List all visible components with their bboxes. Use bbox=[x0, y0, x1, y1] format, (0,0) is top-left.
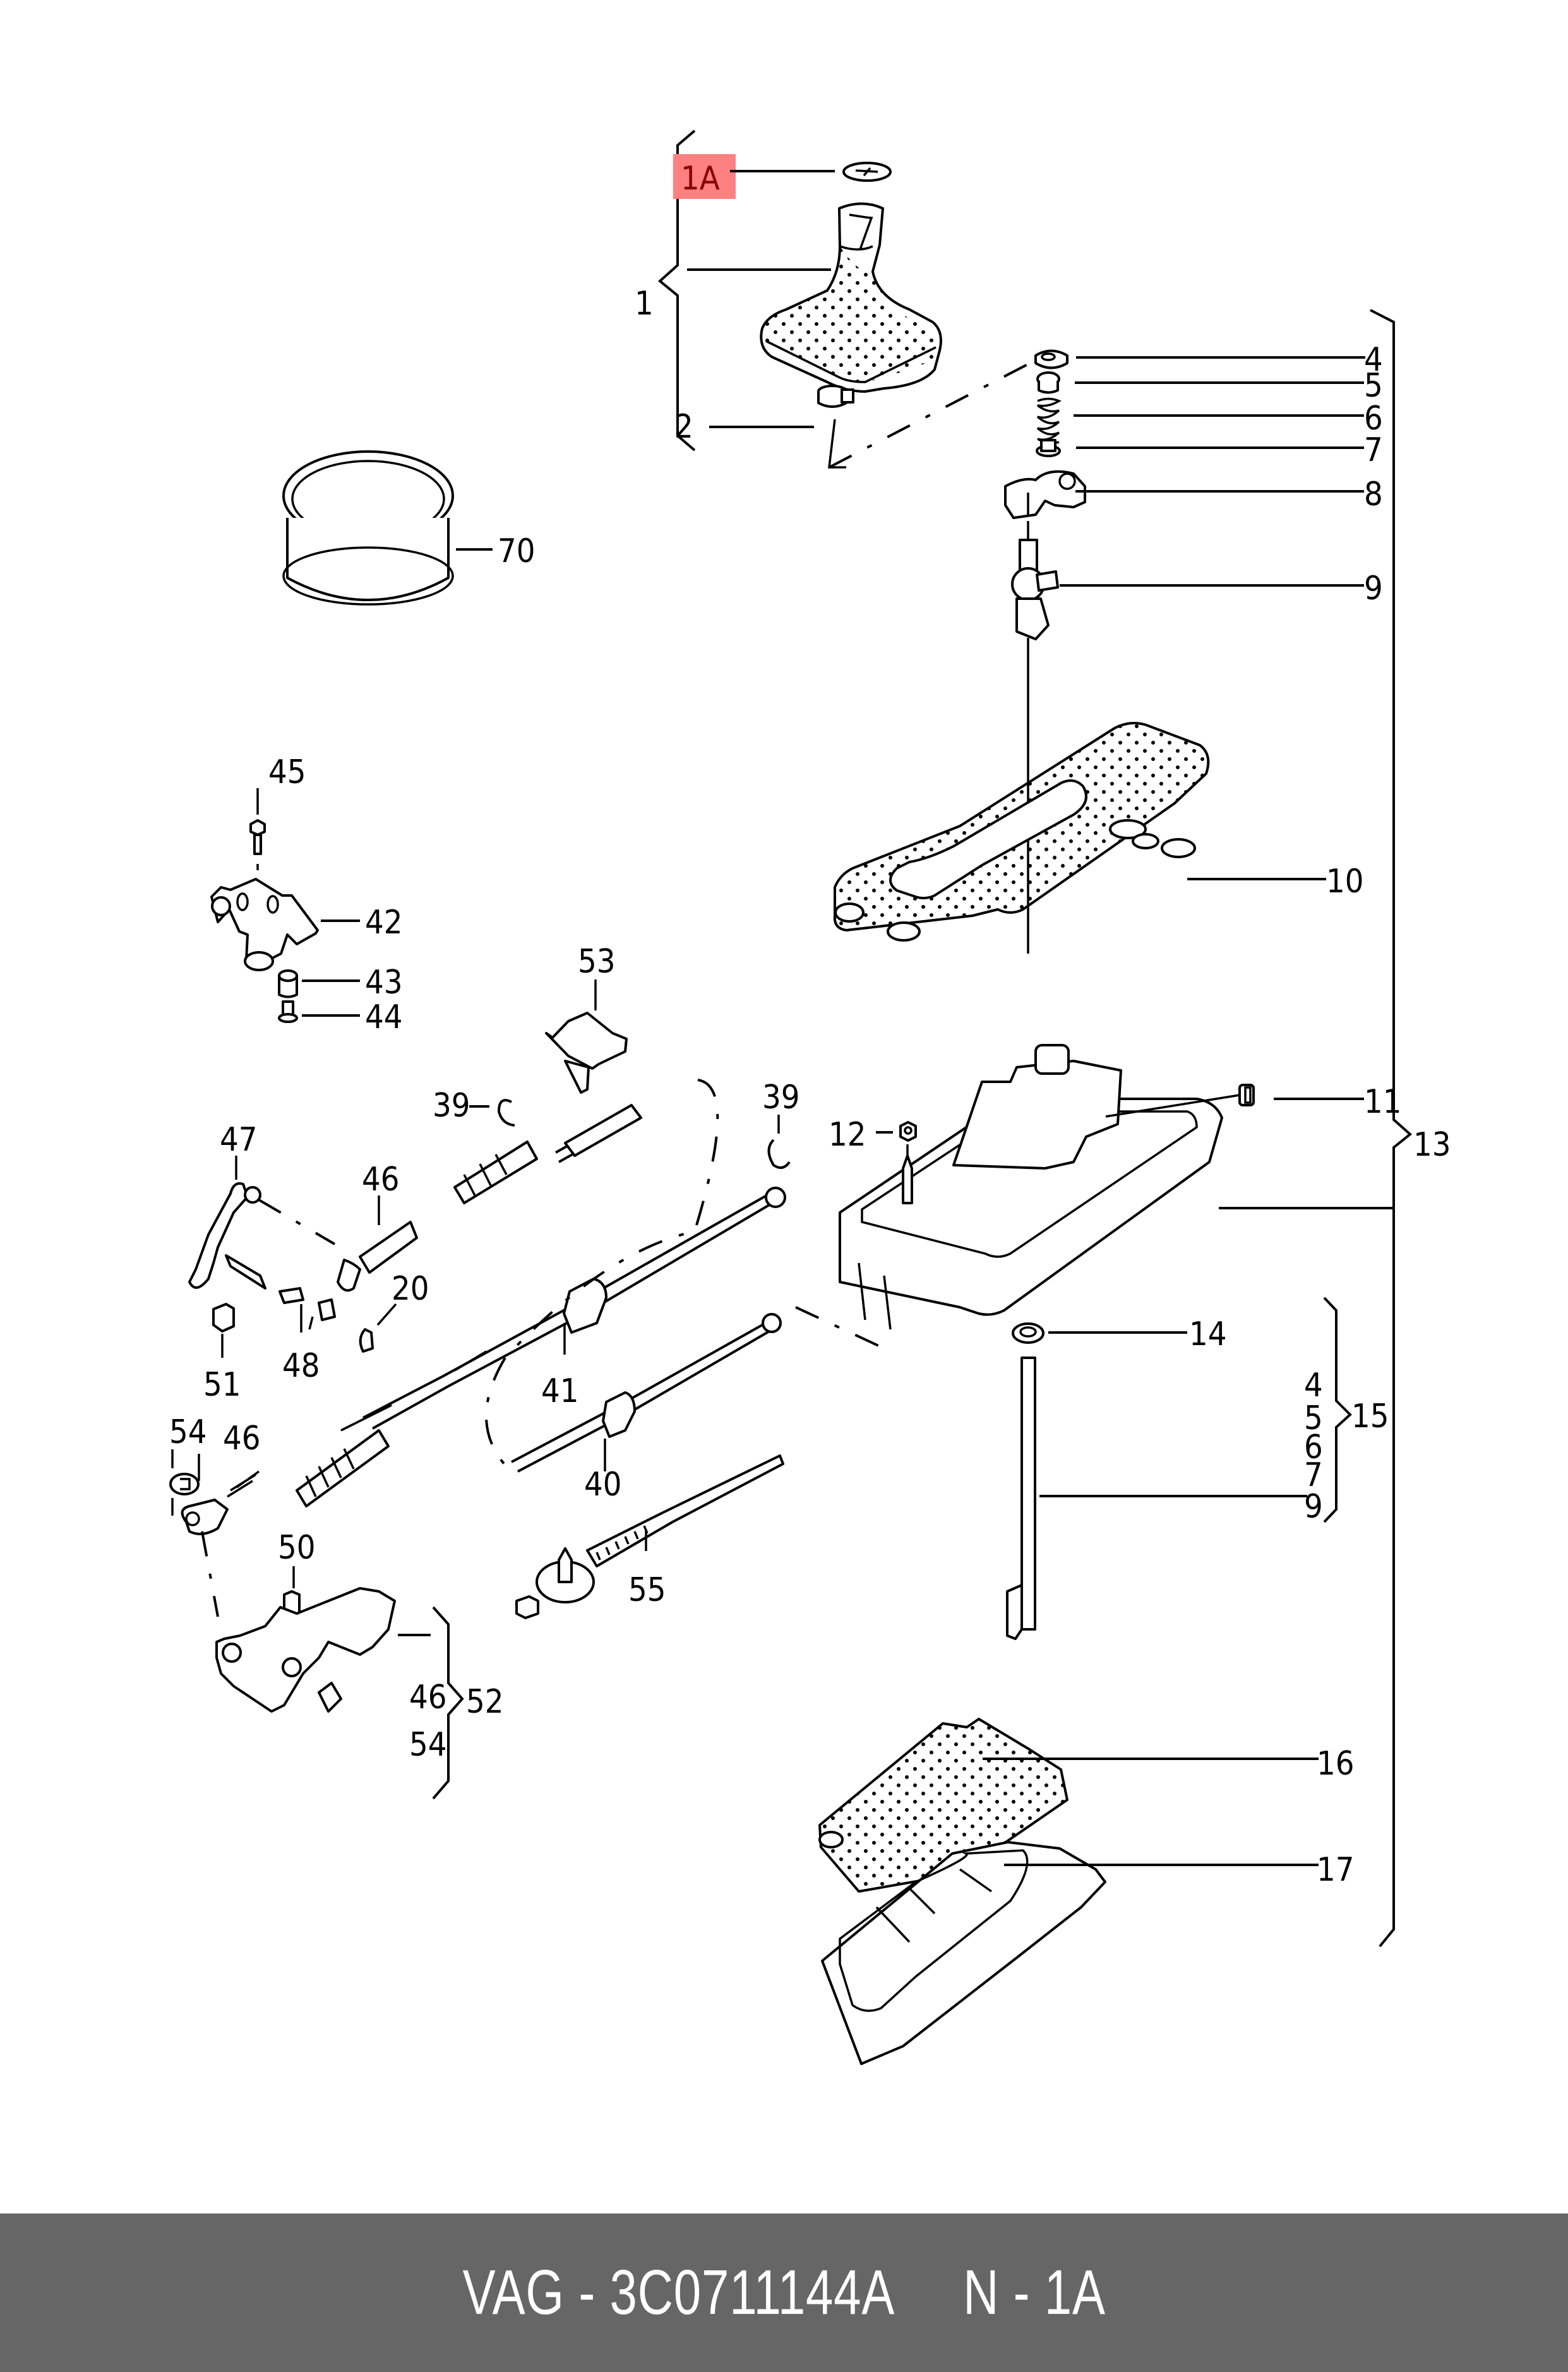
callout-70: 70 bbox=[498, 532, 536, 570]
part-11-clip[interactable]: 11 bbox=[1105, 1083, 1402, 1121]
callout-46-b: 46 bbox=[223, 1420, 261, 1458]
callout-1: 1 bbox=[635, 285, 654, 323]
part-47-selector-lever[interactable]: 47 bbox=[188, 1121, 336, 1290]
callout-43: 43 bbox=[365, 964, 403, 1002]
callout-50: 50 bbox=[278, 1529, 316, 1567]
callout-5: 5 bbox=[1364, 367, 1383, 405]
callout-11: 11 bbox=[1364, 1083, 1402, 1121]
part-5-bushing[interactable]: 5 bbox=[1036, 367, 1383, 405]
callout-20: 20 bbox=[392, 1270, 429, 1308]
part-45-bolt[interactable]: 45 bbox=[249, 753, 306, 870]
callout-15-sub-9: 9 bbox=[1304, 1488, 1323, 1526]
callout-7: 7 bbox=[1364, 431, 1383, 469]
callout-15-sub-5: 5 bbox=[1304, 1399, 1323, 1437]
callout-54: 54 bbox=[169, 1413, 207, 1451]
part-14-washer[interactable]: 14 bbox=[1012, 1315, 1227, 1353]
part-48-pins[interactable]: 48 bbox=[278, 1287, 336, 1385]
part-53-clip[interactable]: 53 bbox=[545, 943, 628, 1094]
part-43-bush[interactable]: 43 bbox=[278, 964, 403, 1002]
callout-16: 16 bbox=[1317, 1745, 1355, 1783]
part-52-relay-lever[interactable] bbox=[215, 1587, 431, 1713]
callout-52-sub-54: 54 bbox=[409, 1726, 447, 1764]
highlight-1A bbox=[673, 154, 736, 199]
callout-52: 52 bbox=[466, 1683, 504, 1721]
callout-53: 53 bbox=[578, 943, 616, 981]
part-54-cap[interactable]: 54 bbox=[169, 1413, 207, 1516]
part-16-insulation-mat[interactable]: 16 bbox=[818, 1718, 1355, 1893]
part-42-bracket[interactable]: 42 bbox=[210, 878, 403, 971]
footer-bar: VAG - 3C0711144A N - 1A bbox=[0, 2213, 1568, 2372]
group-13-bracket: 13 bbox=[1370, 309, 1451, 1948]
callout-9: 9 bbox=[1364, 570, 1383, 608]
part-51-cap[interactable]: 51 bbox=[203, 1303, 241, 1404]
callout-15-sub-6: 6 bbox=[1304, 1429, 1323, 1466]
part-39-clip-upper[interactable]: 39 bbox=[433, 1087, 515, 1127]
part-6-spring[interactable]: 6 bbox=[1036, 397, 1383, 445]
part-12-nut[interactable]: 12 bbox=[829, 1116, 917, 1204]
callout-52-sub-46: 46 bbox=[409, 1679, 447, 1716]
callout-6: 6 bbox=[1364, 400, 1383, 438]
part-40-selector-cable[interactable]: 40 bbox=[511, 1313, 782, 1504]
callout-45: 45 bbox=[268, 753, 306, 791]
part-17-trim-frame[interactable]: 17 bbox=[821, 1841, 1355, 2065]
callout-40: 40 bbox=[584, 1466, 622, 1504]
part-46-cable-end-lower[interactable]: 46 bbox=[181, 1420, 261, 1617]
part-70-sleeve[interactable]: 70 bbox=[282, 450, 536, 606]
part-7-seat[interactable]: 7 bbox=[1036, 431, 1383, 469]
part-1-shift-knob[interactable]: 1 bbox=[635, 202, 942, 393]
callout-39-a: 39 bbox=[433, 1087, 470, 1125]
part-44-pin[interactable]: 44 bbox=[278, 998, 403, 1036]
part-15-shift-rod[interactable] bbox=[1006, 1357, 1307, 1640]
callout-55: 55 bbox=[628, 1571, 666, 1609]
part-55-cable-tie[interactable]: 55 bbox=[515, 1454, 784, 1619]
part-46-cable-end-upper[interactable]: 46 bbox=[362, 1161, 400, 1225]
callout-12: 12 bbox=[829, 1116, 866, 1154]
part-8-guide[interactable]: 8 bbox=[1004, 470, 1383, 519]
callout-48: 48 bbox=[282, 1347, 320, 1385]
group-15-bracket: 15 4 5 6 7 9 bbox=[1304, 1297, 1389, 1526]
callout-41: 41 bbox=[541, 1372, 579, 1410]
callout-44: 44 bbox=[365, 998, 403, 1036]
part-housing[interactable] bbox=[795, 1044, 1392, 1350]
callout-51: 51 bbox=[203, 1366, 241, 1404]
callout-17: 17 bbox=[1317, 1851, 1355, 1889]
part-10-gasket[interactable]: 10 bbox=[833, 721, 1364, 942]
callout-15-sub-7: 7 bbox=[1304, 1456, 1323, 1494]
part-20-clip[interactable]: 20 bbox=[359, 1270, 429, 1353]
group-52-bracket: 52 46 54 bbox=[409, 1606, 504, 1800]
part-41-gear-selector-cable[interactable]: 41 bbox=[296, 1079, 786, 1507]
callout-14: 14 bbox=[1189, 1315, 1227, 1353]
callout-1A: 1A bbox=[681, 160, 720, 198]
part-39-clip-lower[interactable]: 39 bbox=[762, 1079, 800, 1169]
part-2-clamp[interactable]: 2 bbox=[674, 352, 1049, 469]
callout-15: 15 bbox=[1351, 1398, 1389, 1435]
part-1A-emblem[interactable]: 1A bbox=[673, 154, 892, 199]
callout-47: 47 bbox=[220, 1121, 258, 1159]
callout-15-sub-4: 4 bbox=[1304, 1367, 1323, 1405]
callout-4: 4 bbox=[1364, 341, 1383, 379]
callout-42: 42 bbox=[365, 904, 403, 942]
cable-upper-end[interactable] bbox=[337, 1104, 642, 1292]
callout-39-b: 39 bbox=[762, 1079, 800, 1117]
part-4-circlip[interactable]: 4 bbox=[1034, 341, 1383, 379]
parts-diagram: 1A 1 2 13 4 5 6 bbox=[169, 129, 1451, 2065]
callout-46-a: 46 bbox=[362, 1161, 400, 1199]
callout-13: 13 bbox=[1413, 1126, 1451, 1164]
footer-part-number: VAG - 3C0711144A N - 1A bbox=[462, 2257, 1106, 2328]
callout-8: 8 bbox=[1364, 476, 1383, 513]
callout-10: 10 bbox=[1326, 863, 1364, 901]
callout-2: 2 bbox=[674, 408, 693, 446]
